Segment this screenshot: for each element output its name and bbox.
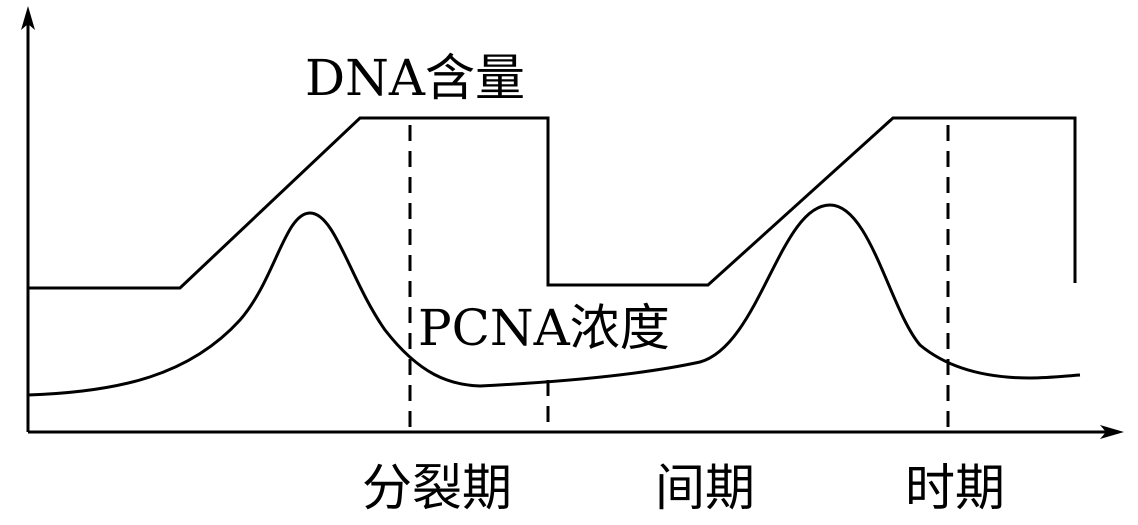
x-axis-arrow-icon <box>1100 425 1124 439</box>
pcna-concentration-curve <box>27 203 1081 397</box>
dna-content-line <box>28 116 1077 290</box>
pcna-label: PCNA浓度 <box>418 299 670 357</box>
x-axis <box>28 425 1124 439</box>
time-axis-label: 时期 <box>905 459 1005 517</box>
y-axis-arrow-icon <box>21 6 35 30</box>
phase-division-label: 分裂期 <box>362 459 512 517</box>
phase-interphase-label: 间期 <box>655 459 755 517</box>
dna-label: DNA含量 <box>305 49 525 107</box>
y-axis <box>21 6 35 432</box>
